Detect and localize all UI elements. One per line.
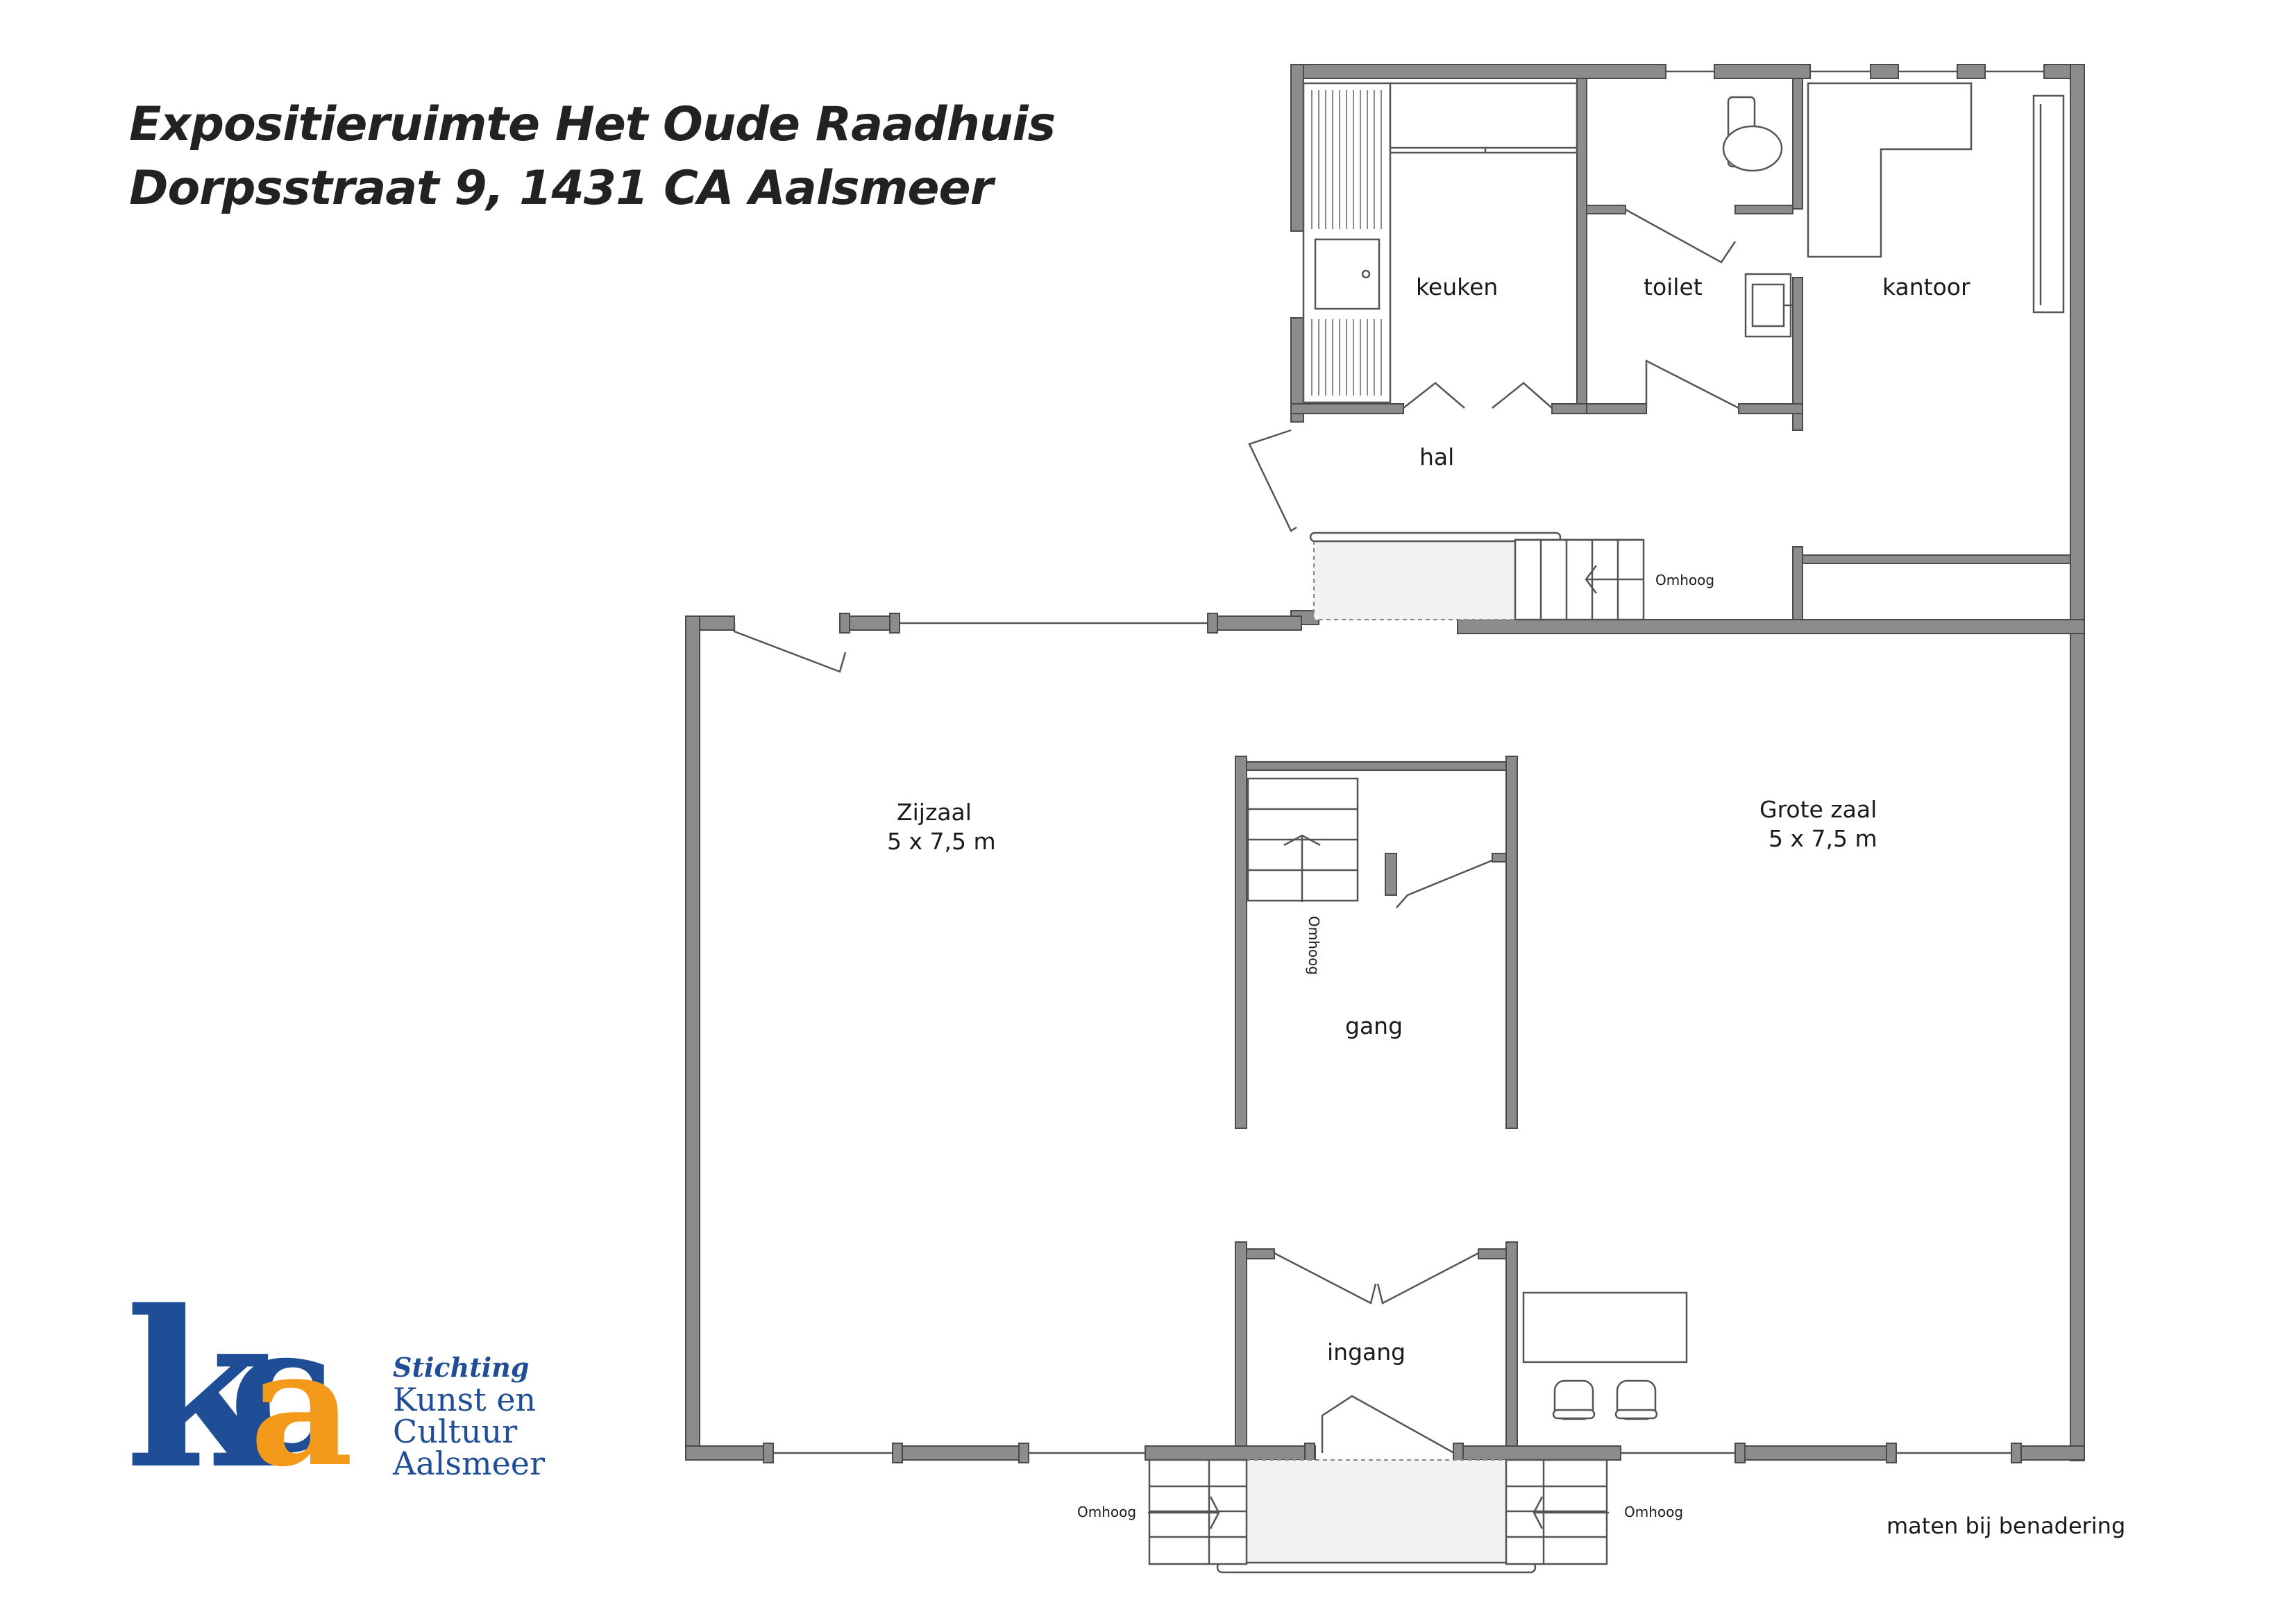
label-omhoog-left: Omhoog bbox=[1077, 1504, 1136, 1520]
reception-desk bbox=[1522, 1291, 1688, 1420]
logo-letter-a: a bbox=[250, 1315, 353, 1502]
label-hal: hal bbox=[1419, 443, 1454, 470]
upper-doors bbox=[1248, 208, 1739, 532]
logo-stichting: Stichting bbox=[393, 1352, 530, 1383]
label-grote-zaal-size: 5 x 7,5 m bbox=[1769, 825, 1877, 852]
logo-cultuur: Cultuur bbox=[393, 1413, 518, 1450]
logo-aalsmeer: Aalsmeer bbox=[393, 1445, 546, 1482]
office-desk bbox=[1807, 82, 2065, 314]
logo-letter-k: k bbox=[125, 1264, 280, 1517]
gang-stair bbox=[1247, 777, 1493, 908]
ingang-walls bbox=[1235, 1241, 1518, 1447]
gang-walls bbox=[1235, 756, 1518, 1129]
label-kantoor: kantoor bbox=[1882, 273, 1970, 300]
ingang-doors bbox=[1274, 1252, 1479, 1454]
label-grote-zaal: Grote zaal bbox=[1759, 796, 1877, 823]
zijzaal-door bbox=[733, 623, 847, 673]
label-zijzaal-size: 5 x 7,5 m bbox=[887, 828, 996, 855]
label-toilet: toilet bbox=[1644, 273, 1703, 300]
logo-letter-c: c bbox=[229, 1287, 335, 1491]
logo-kunst-en: Kunst en bbox=[393, 1381, 537, 1418]
label-zijzaal: Zijzaal bbox=[897, 799, 972, 826]
toilet-fixtures bbox=[1722, 96, 1792, 338]
label-omhoog-gang: Omhoog bbox=[1306, 916, 1322, 975]
title-line-2: Dorpsstraat 9, 1431 CA Aalsmeer bbox=[129, 161, 993, 216]
hal-stair bbox=[1309, 532, 1645, 621]
main-walls bbox=[685, 613, 2085, 1463]
label-omhoog-right: Omhoog bbox=[1624, 1504, 1683, 1520]
footer-note: maten bij benadering bbox=[1886, 1513, 2126, 1539]
title-line-1: Expositieruimte Het Oude Raadhuis bbox=[129, 97, 1056, 152]
front-steps bbox=[1148, 1459, 1609, 1574]
label-ingang: ingang bbox=[1327, 1339, 1406, 1366]
label-omhoog-hal: Omhoog bbox=[1655, 572, 1714, 588]
kitchen-counter bbox=[1302, 82, 1578, 404]
label-gang: gang bbox=[1345, 1012, 1403, 1039]
label-keuken: keuken bbox=[1416, 273, 1498, 300]
upper-walls bbox=[1290, 64, 2085, 1461]
kca-logo: k c a bbox=[125, 1264, 353, 1517]
